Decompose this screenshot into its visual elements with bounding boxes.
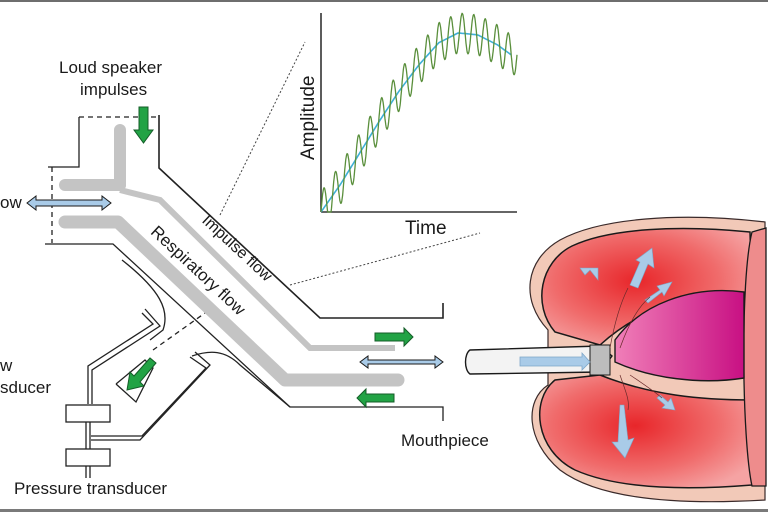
bronchi-lines [609, 287, 663, 411]
green-arrows [126, 106, 414, 409]
lung-illustration [464, 216, 767, 503]
zoom-guide-line-upper [219, 41, 306, 216]
alveolar-arrow-4-icon [656, 394, 676, 411]
impulse-out-arrow-icon [374, 326, 414, 348]
trachea-segment [589, 344, 611, 376]
flow-sensor-arrow-icon [126, 357, 157, 391]
diaphragm [743, 227, 767, 487]
speaker-impulse-arrow-icon [133, 106, 154, 144]
top-border [0, 0, 768, 2]
impulse-tube-diagonal [119, 187, 395, 351]
pressure-transducer-box-2 [65, 448, 111, 467]
gray-tubes [58, 124, 405, 387]
chart-y-axis-label: Amplitude [298, 75, 319, 161]
mouthpiece-bidirectional-arrow-icon[interactable] [359, 355, 444, 369]
amplitude-chart [320, 12, 518, 213]
airflow-in-arrow-icon [519, 351, 591, 371]
flow-bidirectional-arrow-icon[interactable] [26, 194, 112, 212]
pressure-transducer-label: Pressure transducer [14, 479, 168, 498]
blue-arrows [26, 194, 444, 369]
impulse-channel-upper-wall [158, 115, 444, 319]
bottom-border [0, 509, 768, 512]
zoom-guide-line-lower [289, 232, 481, 286]
mouthpiece-label: Mouthpiece [401, 431, 489, 450]
alveolar-arrow-3-icon [644, 281, 673, 304]
alveolar-arrows [579, 247, 676, 459]
pressure-transducer-box-1 [65, 404, 111, 423]
heart [614, 289, 745, 382]
flow-transducer-chamber [115, 359, 154, 404]
speaker-chamber-left-wall [48, 117, 80, 168]
alveolar-arrow-2-icon [629, 247, 655, 289]
impulse-return-arrow-icon [356, 387, 395, 409]
flow-transducer-label-line2: sducer [0, 378, 52, 397]
transducer-tube-1 [91, 308, 161, 404]
loud-speaker-label-line2: impulses [80, 80, 148, 99]
zoom-guide-lines [219, 41, 481, 286]
alveolar-arrow-5-icon [611, 404, 635, 459]
chart-series-impulse-oscillation [320, 12, 518, 213]
flow-transducer-upper-curve [121, 259, 166, 341]
transducer-tube-4 [91, 351, 211, 441]
flow-sensor-dashed [152, 312, 206, 351]
loud-speaker-label-line1: Loud speaker [59, 58, 163, 77]
transducer-tube-3 [91, 356, 207, 437]
device-outline [45, 115, 444, 478]
lower-lung [538, 374, 753, 489]
flow-label: ow [0, 193, 22, 212]
chart-series-respiratory-trend [320, 32, 512, 213]
flow-transducer-label-line1: w [0, 356, 13, 375]
transducer-tube-2 [87, 312, 155, 404]
alveolar-arrow-1-icon [579, 267, 599, 281]
respiratory-tube [58, 215, 405, 387]
chart-x-axis-label: Time [405, 218, 447, 239]
